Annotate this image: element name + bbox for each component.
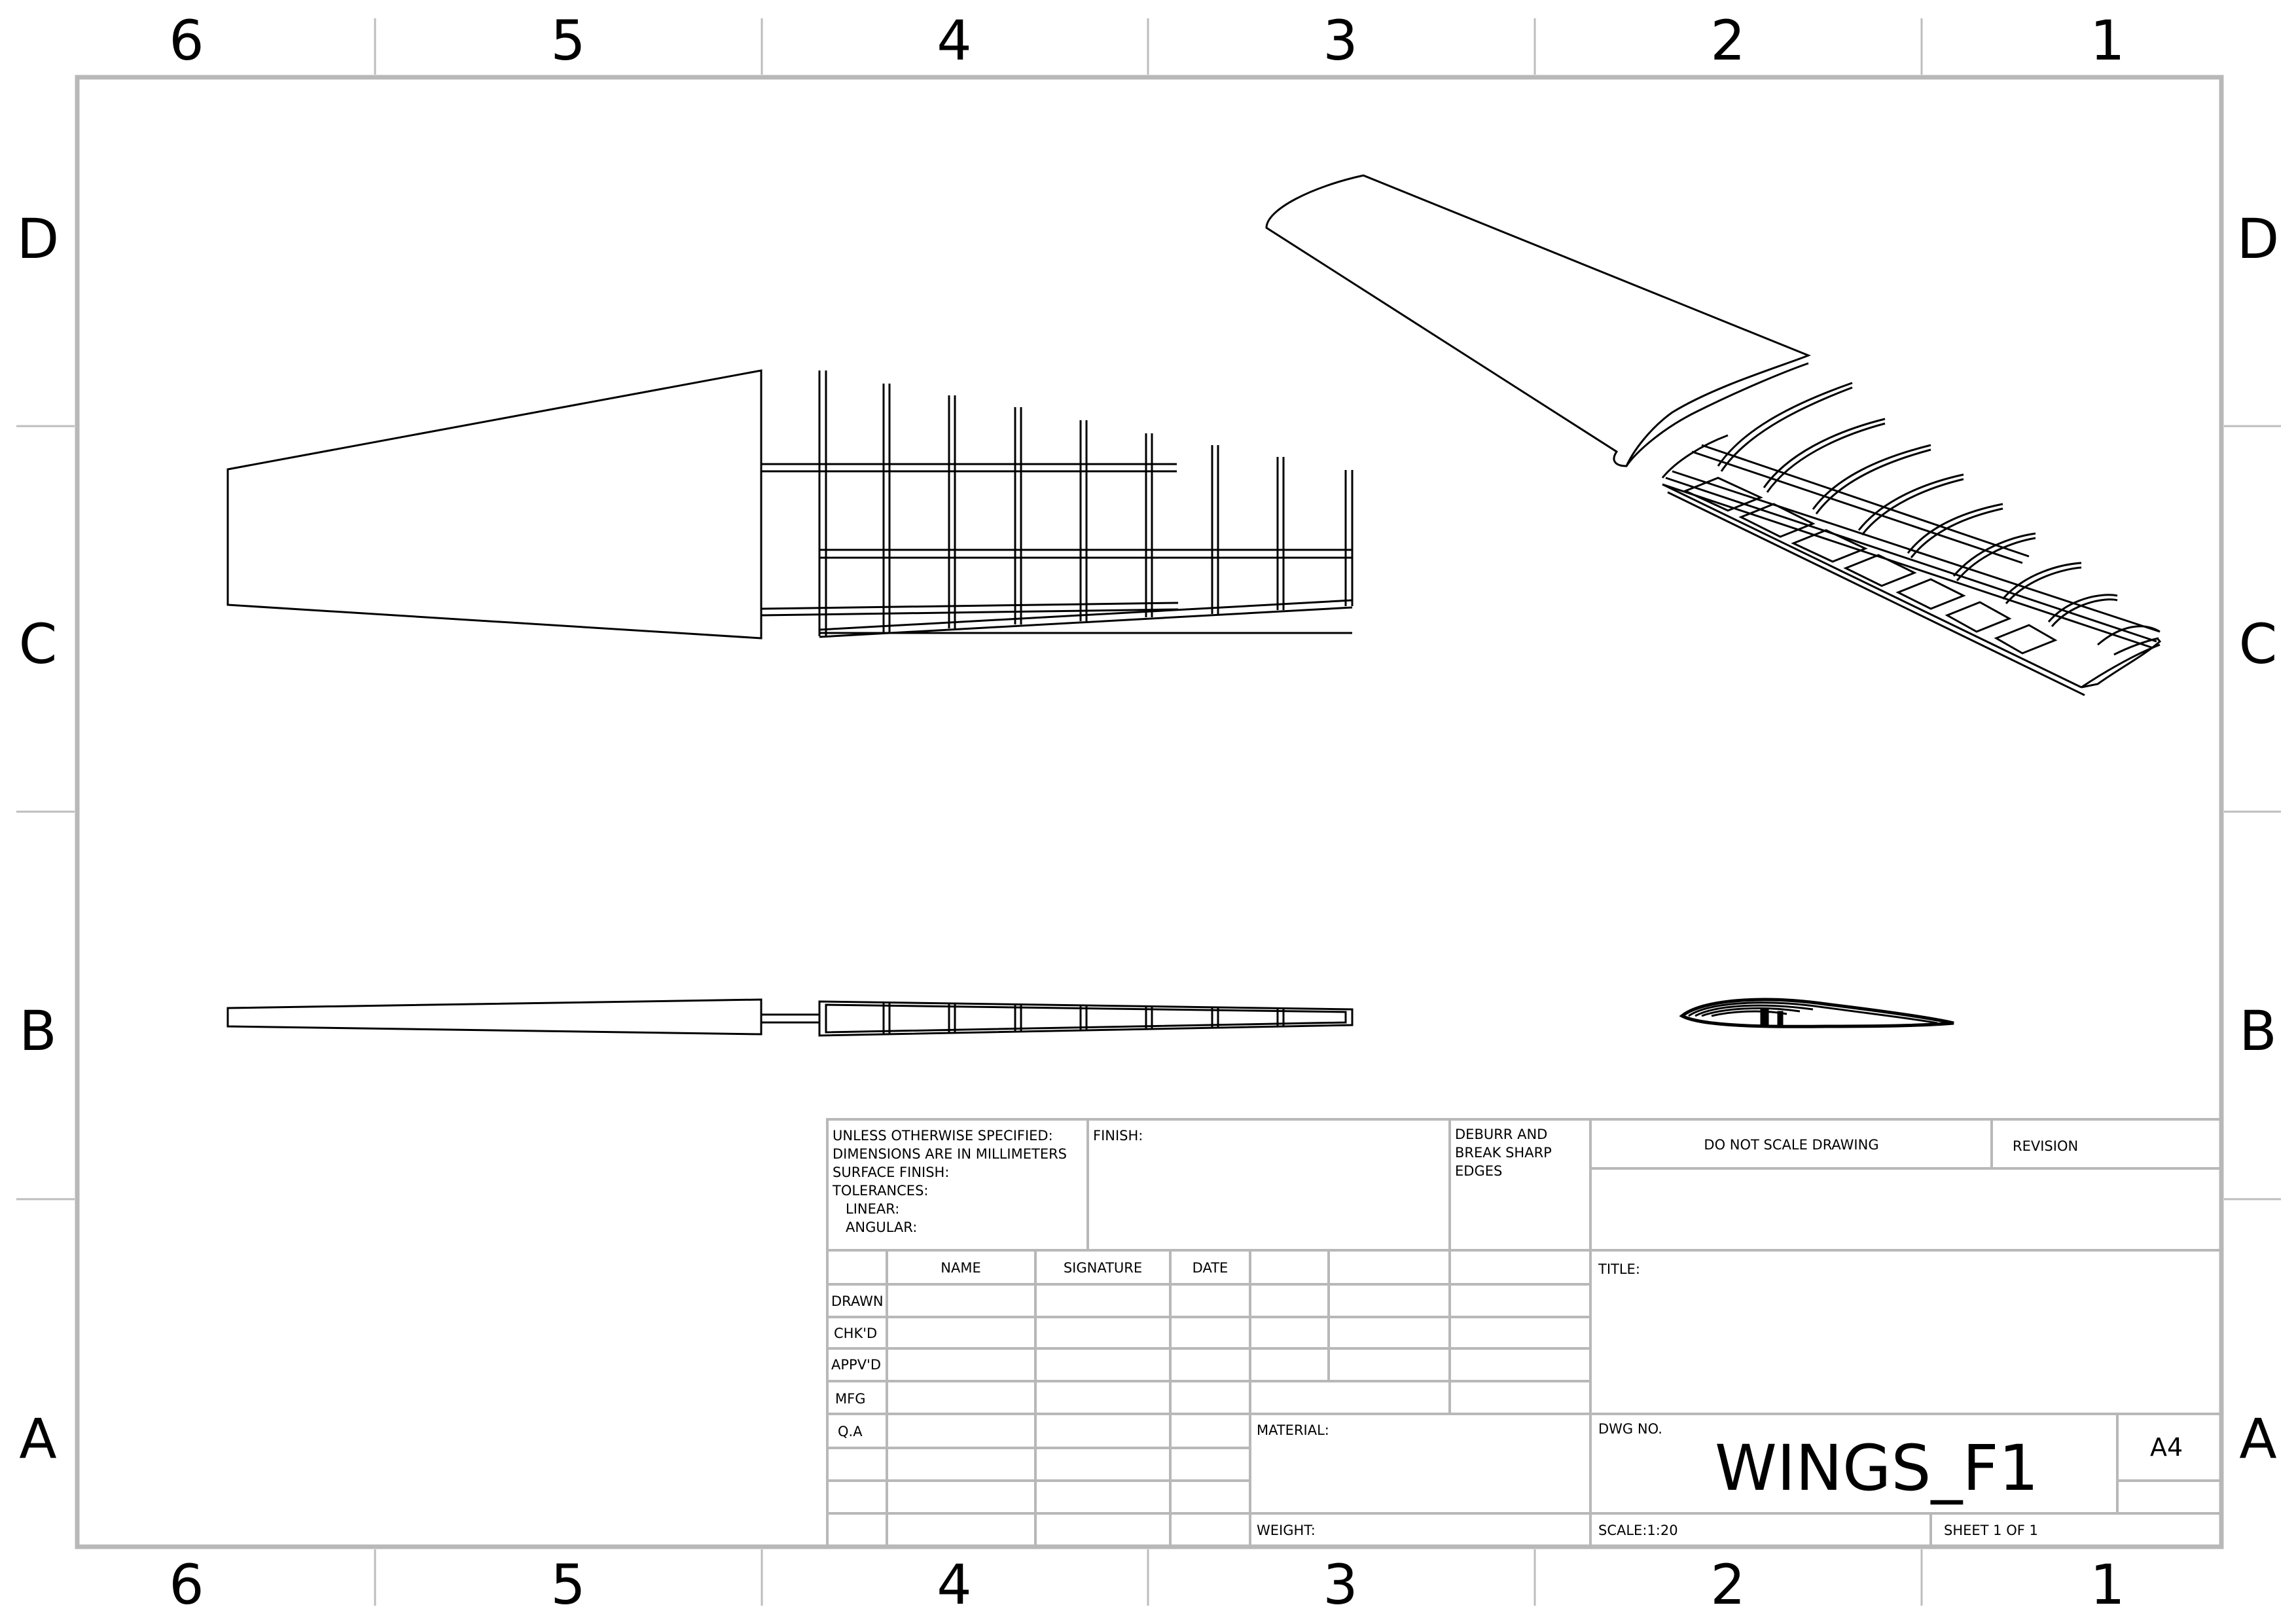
wing-isometric-view bbox=[1265, 174, 2162, 696]
zone-row-b-right: B bbox=[2239, 999, 2277, 1063]
do-not-scale-note: DO NOT SCALE DRAWING bbox=[1704, 1137, 1879, 1153]
wing-skin-front-view bbox=[226, 998, 762, 1036]
zone-column-1-bottom: 1 bbox=[2090, 1553, 2125, 1617]
zone-column-5-top: 5 bbox=[550, 9, 586, 73]
wing-top-view bbox=[226, 369, 762, 640]
drawing-border bbox=[75, 75, 2224, 1549]
zone-row-c-left: C bbox=[18, 612, 58, 676]
zone-column-2-bottom: 2 bbox=[1710, 1553, 1746, 1617]
drawing-number: WINGS_F1 bbox=[1715, 1432, 2039, 1505]
front-view-ribs bbox=[882, 1003, 1285, 1034]
row-label-drawn: DRAWN bbox=[831, 1293, 884, 1309]
column-header-signature: SIGNATURE bbox=[1063, 1260, 1143, 1276]
zone-column-1-top: 1 bbox=[2090, 9, 2125, 73]
dwg-no-label: DWG NO. bbox=[1598, 1421, 1662, 1437]
wing-skin-top-view bbox=[226, 369, 762, 640]
wing-frame-front-view bbox=[818, 1000, 1354, 1037]
row-label-qa: Q.A bbox=[838, 1424, 863, 1439]
zone-column-6-bottom: 6 bbox=[169, 1553, 204, 1617]
zone-column-6-top: 6 bbox=[169, 9, 204, 73]
sheet-size: A4 bbox=[2150, 1433, 2183, 1462]
wing-structure-top-view bbox=[761, 370, 1354, 638]
title-block-grid bbox=[826, 1118, 2223, 1547]
zone-row-a-right: A bbox=[2239, 1407, 2277, 1471]
zone-ticks bbox=[16, 18, 2281, 1606]
wing-skin-isometric bbox=[1265, 174, 1812, 467]
rib-lines bbox=[818, 370, 1354, 636]
zone-row-d-right: D bbox=[2236, 207, 2280, 271]
zone-column-5-bottom: 5 bbox=[550, 1553, 586, 1617]
zone-row-c-right: C bbox=[2238, 612, 2278, 676]
scale-label: SCALE:1:20 bbox=[1598, 1523, 1678, 1538]
zone-row-a-left: A bbox=[19, 1407, 57, 1471]
rib-curves-isometric bbox=[1717, 382, 2161, 656]
general-notes: UNLESS OTHERWISE SPECIFIED: DIMENSIONS A… bbox=[833, 1128, 1067, 1235]
column-header-name: NAME bbox=[941, 1260, 981, 1276]
row-label-approved: APPV'D bbox=[831, 1357, 882, 1373]
title-label: TITLE: bbox=[1598, 1261, 1640, 1277]
row-label-checked: CHK'D bbox=[834, 1326, 878, 1341]
airfoil-section-view bbox=[1679, 998, 1954, 1028]
finish-label: FINISH: bbox=[1093, 1128, 1143, 1144]
zone-column-3-bottom: 3 bbox=[1323, 1553, 1358, 1617]
wing-front-view bbox=[226, 998, 1354, 1037]
column-header-date: DATE bbox=[1192, 1260, 1229, 1276]
zone-column-4-top: 4 bbox=[937, 9, 972, 73]
sheet-number: SHEET 1 OF 1 bbox=[1944, 1523, 2038, 1538]
zone-row-d-left: D bbox=[16, 207, 60, 271]
zone-column-4-bottom: 4 bbox=[937, 1553, 972, 1617]
weight-label: WEIGHT: bbox=[1257, 1523, 1316, 1538]
panel-cutouts-isometric bbox=[1683, 477, 2058, 655]
deburr-note: DEBURR AND BREAK SHARP EDGES bbox=[1455, 1127, 1552, 1179]
row-label-mfg: MFG bbox=[835, 1391, 866, 1407]
zone-row-b-left: B bbox=[19, 999, 57, 1063]
material-label: MATERIAL: bbox=[1257, 1422, 1329, 1438]
revision-label: REVISION bbox=[2013, 1138, 2079, 1154]
zone-column-3-top: 3 bbox=[1323, 9, 1358, 73]
zone-column-2-top: 2 bbox=[1710, 9, 1746, 73]
